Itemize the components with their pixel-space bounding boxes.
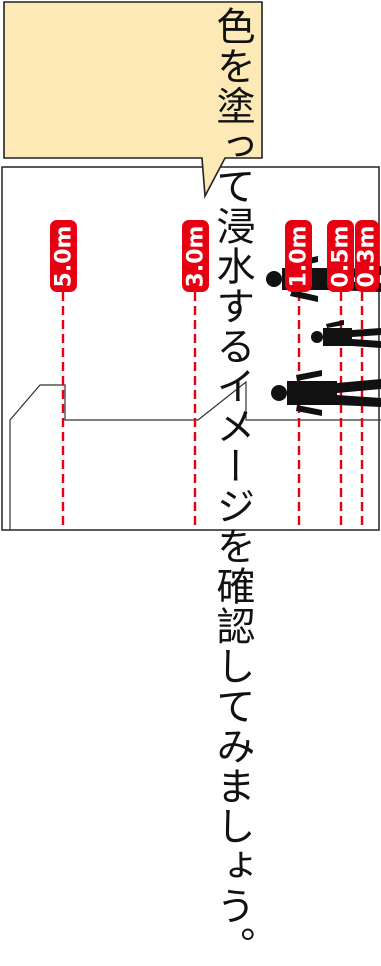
building-outline [9, 380, 381, 530]
depth-label-5m: 5.0m [50, 220, 77, 292]
depth-label-1m: 1.0m [285, 220, 312, 292]
speech-bubble [3, 1, 263, 199]
depth-label-0-5m: 0.5m [327, 220, 354, 292]
depth-label-0-3m: 0.3m [355, 220, 380, 292]
depth-label-3m: 3.0m [182, 220, 209, 292]
